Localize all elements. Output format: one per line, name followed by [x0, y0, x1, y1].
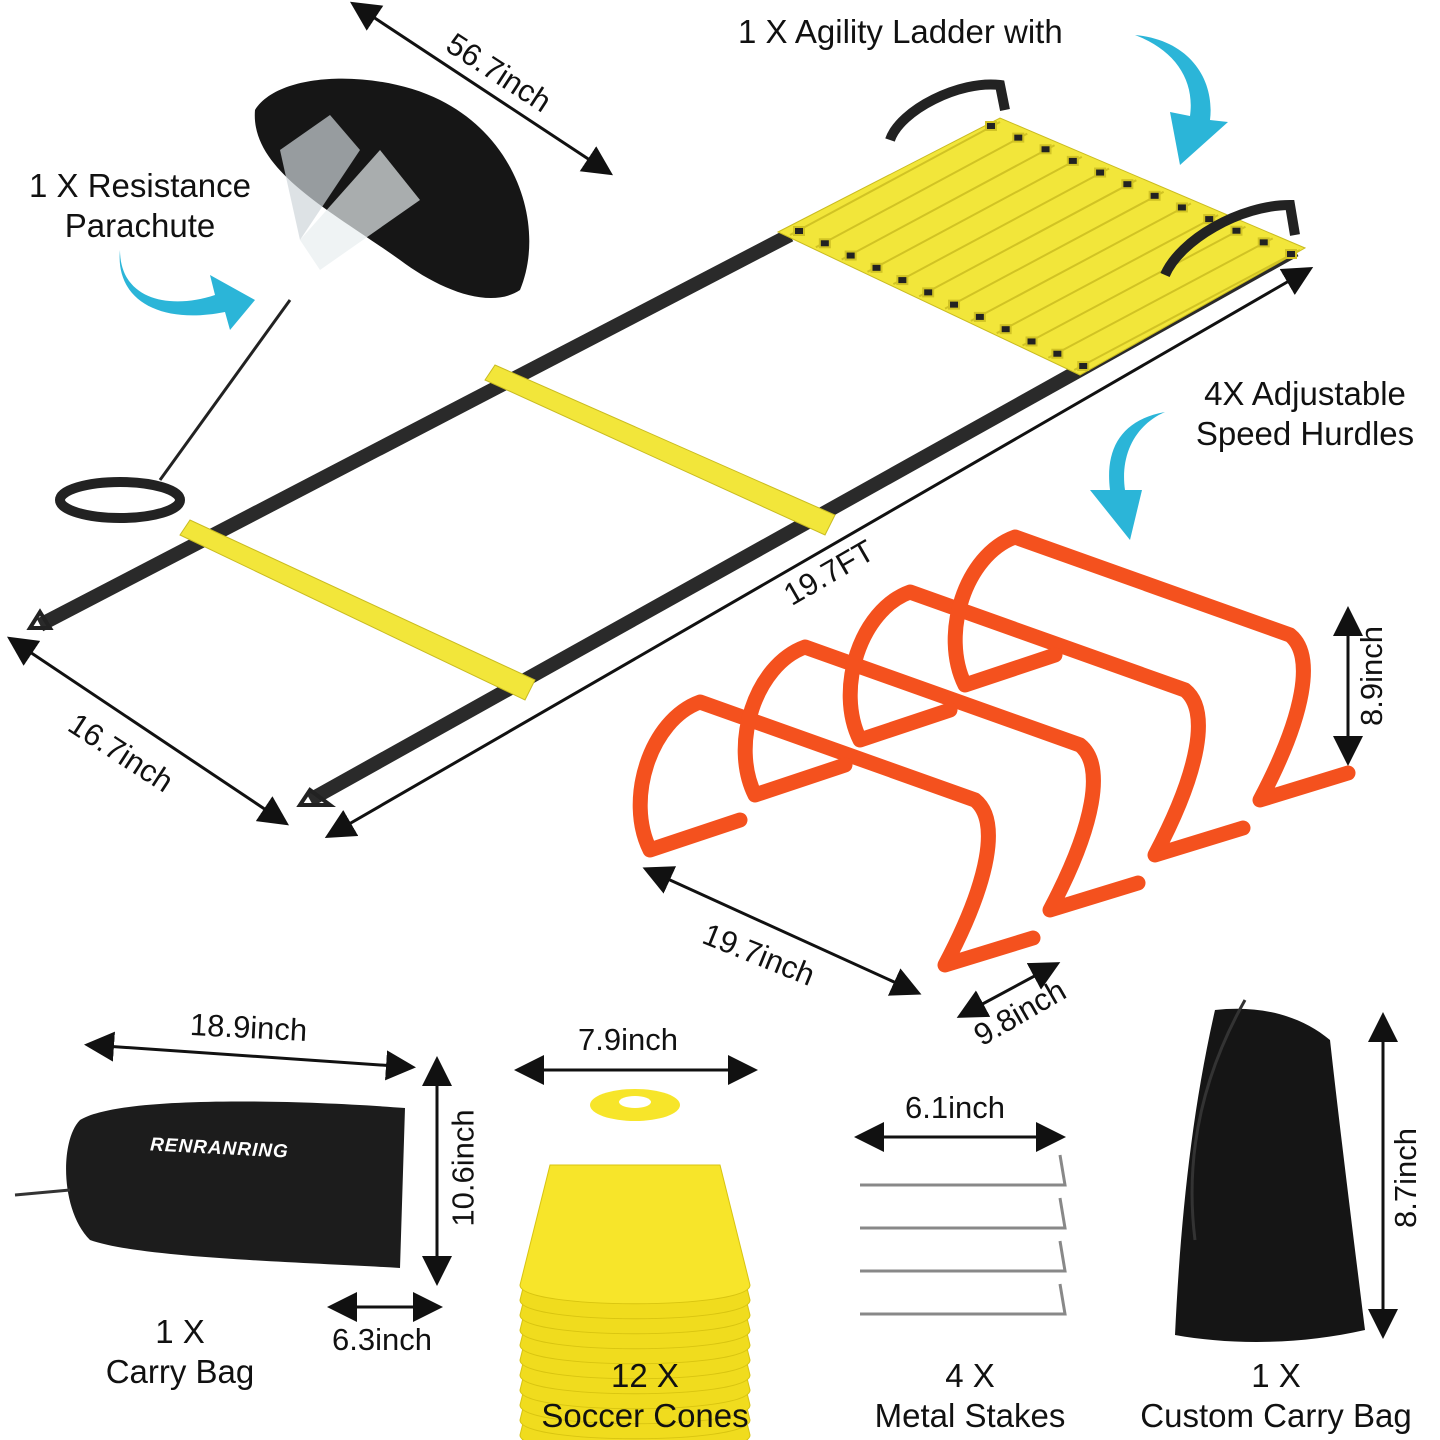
custom-carry-bag-image — [1175, 999, 1365, 1342]
hurdle — [842, 584, 1251, 863]
rung-clip — [1077, 361, 1090, 371]
rung-clip — [844, 250, 857, 261]
cone — [519, 1164, 751, 1305]
bag-depth-label: 6.3inch — [332, 1322, 432, 1357]
dimension-arrows — [7, 1, 1398, 1339]
ladder-rung — [815, 132, 1028, 249]
custom-bag-label-line2: Custom Carry Bag — [1140, 1397, 1412, 1434]
custom-bag-label: 1 X Custom Carry Bag — [1112, 1356, 1440, 1436]
rung-clip — [1051, 348, 1064, 359]
rung-clip — [870, 262, 883, 273]
carry-bag-label-line2: Carry Bag — [105, 1353, 255, 1390]
ladder-rung — [789, 121, 1001, 236]
stakes-label-line2: Metal Stakes — [874, 1397, 1066, 1434]
arrow-ladder-icon — [1135, 35, 1228, 165]
hurdles-label: 4X Adjustable Speed Hurdles — [1175, 374, 1435, 454]
parachute-label-line1: 1 X Resistance — [29, 167, 251, 204]
metal-stake — [860, 1283, 1067, 1316]
rung-clip — [1039, 144, 1052, 155]
metal-stake — [860, 1154, 1067, 1187]
carry-bag-label: 1 X Carry Bag — [80, 1312, 280, 1392]
hurdles-label-line1: 4X Adjustable — [1204, 375, 1406, 412]
rung-clip — [1257, 237, 1270, 248]
rung-clip — [985, 121, 997, 131]
cone-diameter-label: 7.9inch — [578, 1022, 678, 1057]
cones-label: 12 X Soccer Cones — [520, 1356, 770, 1436]
bag-width-label: 18.9inch — [189, 1006, 309, 1049]
rung-clip — [1066, 155, 1079, 166]
metal-stake — [860, 1197, 1067, 1230]
rung-clip — [1121, 179, 1134, 190]
rung-clip — [1203, 214, 1216, 225]
ladder-rung — [867, 156, 1083, 273]
custom-bag-height-label: 8.7inch — [1387, 1128, 1423, 1228]
rung-clip — [973, 311, 986, 322]
hurdles-label-line2: Speed Hurdles — [1195, 415, 1415, 452]
metal-stake — [860, 1240, 1067, 1273]
parachute-image — [55, 78, 530, 523]
custom-bag-label-line1: 1 X — [1251, 1357, 1301, 1394]
rung-clip — [1230, 225, 1243, 236]
carry-bag-image — [14, 1101, 406, 1268]
hurdle — [632, 694, 1041, 973]
rung-clip — [1094, 167, 1107, 178]
ladder-rung — [841, 144, 1056, 261]
rung-clip — [1148, 190, 1161, 201]
soccer-cones-image — [519, 1089, 751, 1440]
speed-hurdles-image — [632, 529, 1356, 973]
rung-clip — [948, 299, 961, 310]
hurdle — [737, 639, 1146, 918]
bag-height-label: 10.6inch — [445, 1109, 481, 1227]
arrow-parachute-icon — [119, 250, 256, 330]
cones-label-line2: Soccer Cones — [541, 1397, 749, 1434]
stakes-label-line1: 4 X — [945, 1357, 995, 1394]
rung-clip — [1025, 336, 1038, 347]
rung-clip — [896, 275, 909, 286]
hurdle-height-label: 8.9inch — [1353, 626, 1389, 726]
arrow-hurdles-icon — [1090, 412, 1165, 540]
hurdle — [947, 529, 1356, 808]
rung-clip — [999, 324, 1012, 335]
cones-label-line1: 12 X — [611, 1357, 679, 1394]
rung-clip — [1175, 202, 1188, 213]
stakes-label: 4 X Metal Stakes — [850, 1356, 1090, 1436]
metal-stakes-image — [860, 1154, 1067, 1316]
rung-clip — [793, 226, 805, 236]
rung-clip — [922, 287, 935, 298]
cone-hole — [619, 1096, 651, 1108]
rung-clip — [1012, 132, 1025, 143]
ladder-rung — [892, 167, 1110, 285]
rung-clip — [1285, 249, 1297, 259]
carry-bag-label-line1: 1 X — [155, 1313, 205, 1350]
parachute-label: 1 X Resistance Parachute — [10, 166, 270, 246]
ladder-label: 1 X Agility Ladder with — [738, 13, 1063, 50]
stake-length-label: 6.1inch — [905, 1090, 1005, 1125]
rung-clip — [818, 238, 831, 249]
parachute-label-line2: Parachute — [64, 207, 216, 244]
